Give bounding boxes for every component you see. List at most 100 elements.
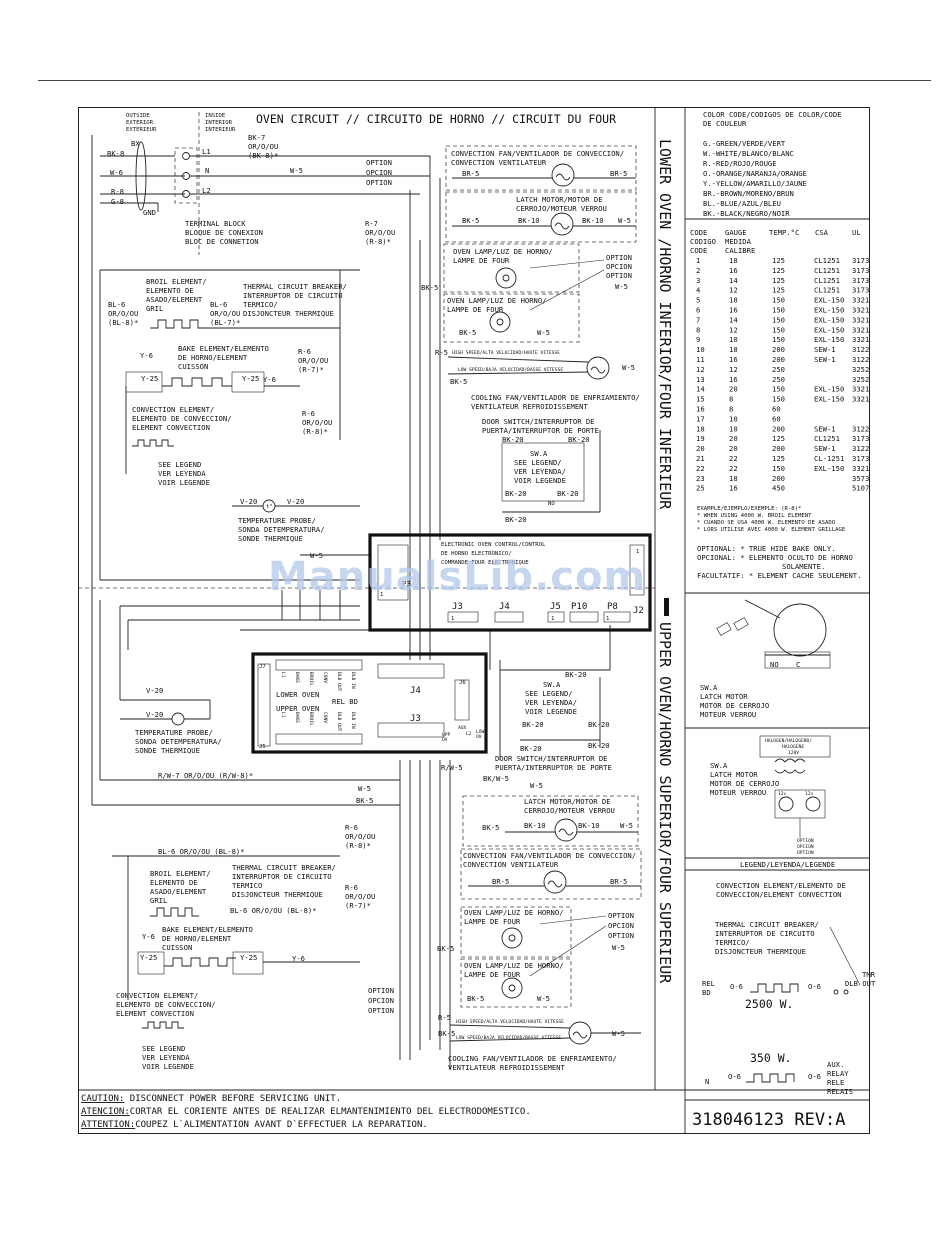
upper-oven-lamp-2 — [501, 977, 523, 999]
wire-br5: BR-5 — [492, 877, 509, 886]
upper-r6-note: (R-8)* — [345, 841, 371, 850]
legend-breaker: THERMAL CIRCUIT BREAKER/ — [715, 920, 819, 929]
outside-label: OUTSIDE — [126, 113, 150, 119]
optional-note: OPTIONAL: * TRUE HIDE BAKE ONLY. — [697, 544, 835, 553]
bottom-pin: CONV — [322, 712, 328, 723]
wire-w5: W-5 — [615, 282, 628, 291]
gauge-cell: 3122 — [852, 444, 869, 453]
upper-oven-right: V-20 V-20 TEMPERATURE PROBE/ SONDA DETEM… — [120, 670, 612, 805]
gauge-cell: SEW-1 — [814, 424, 836, 433]
gauge-cell: 18 — [729, 256, 738, 265]
lower-oven-lamp-label: LAMPE DE FOUR — [453, 256, 510, 265]
legend-title: LEGEND/LEYENDA/LEGENDE — [740, 860, 835, 869]
lower-thermal-breaker-label: INTERRUPTOR DE CIRCUITO — [243, 291, 343, 300]
aux-label: AUX — [458, 725, 467, 731]
gauge-cell: 22 — [729, 454, 738, 463]
bk7-note: (BK-8)* — [248, 151, 278, 160]
legend-tmr: TMR — [862, 970, 876, 979]
gauge-cell: 23 — [696, 474, 705, 483]
lower-see-legend: VOIR LEGENDE — [158, 478, 210, 487]
power-supply: BX BK-8 W-6 R-8 G-8 GND L1 N L2 W-5 TERM… — [100, 133, 430, 246]
lower-broil-element — [150, 319, 206, 329]
gauge-cell: 21 — [696, 454, 705, 463]
bk7-note: BK-7 — [248, 133, 265, 142]
legend-breaker: INTERRUPTOR DE CIRCUITO — [715, 929, 815, 938]
upper-see-legend: SEE LEGEND — [142, 1044, 185, 1053]
lower-convection-fan-motor — [551, 163, 575, 187]
switch-c: C — [796, 660, 800, 669]
upper-thermal-breaker-label: DISJONCTEUR THERMIQUE — [232, 890, 323, 899]
gauge-cell: 3122 — [852, 355, 869, 364]
legend-o6: O-6 — [808, 1072, 821, 1081]
lower-door-switch-label: DOOR SWITCH/INTERRUPTOR DE — [482, 417, 595, 426]
legend-panel: LEGEND/LEYENDA/LEGENDE CONVECTION ELEMEN… — [702, 860, 876, 1096]
gauge-cell: 3173 — [852, 454, 869, 463]
terminal-block-label: TERMINAL BLOCK — [185, 219, 246, 228]
gauge-cell: 3321 — [852, 464, 869, 473]
lower-see-legend: VER LEYENDA — [158, 469, 206, 478]
lower-bl6-note: BL-6 — [210, 300, 227, 309]
terminal-block-label: BLOC DE CONNETION — [185, 237, 259, 246]
halogen-12v: 12v — [805, 791, 814, 797]
color-code-panel: COLOR CODE/CODIGOS DE COLOR/CODE DE COUL… — [703, 110, 841, 218]
gauge-cell: EXL-150 — [814, 395, 844, 404]
legend-rel-bd: REL — [702, 979, 715, 988]
connector-p8: P8 — [607, 602, 618, 612]
gauge-cell: EXL-150 — [814, 296, 844, 305]
upper-oven-lamp-1 — [501, 927, 523, 949]
gauge-cell: 20 — [729, 444, 738, 453]
halogen-title: HALOGENE — [782, 744, 804, 750]
gauge-cell: SEW-1 — [814, 444, 836, 453]
halogen-option: OPTION — [797, 838, 814, 844]
wire-br5: BR-5 — [610, 169, 627, 178]
lower-probe-label: TEMPERATURE PROBE/ — [238, 516, 316, 525]
gauge-cell: EXL-150 — [814, 335, 844, 344]
gauge-cell: CL1251 — [814, 256, 840, 265]
wire-bk20: BK-20 — [520, 744, 542, 753]
pin-1: 1 — [636, 549, 639, 555]
wire-bk5: BK-5 — [450, 377, 467, 386]
lower-convection-element-label: ELEMENT CONVECTION — [132, 423, 210, 432]
gauge-cell: 18 — [729, 345, 738, 354]
wire-bk20: BK-20 — [565, 670, 587, 679]
lower-bake-label: DE HORNO/ELEMENT — [178, 353, 248, 362]
gauge-cell: 14 — [696, 385, 705, 394]
option-label: OPTION — [368, 986, 394, 995]
lower-thermal-breaker-label: TERMICO/ — [243, 300, 278, 309]
part-number: 318046123 REV:A — [692, 1110, 846, 1130]
wire-br5: BR-5 — [462, 169, 479, 178]
lower-probe-label: SONDE THERMIQUE — [238, 534, 303, 543]
gauge-cell: 6 — [696, 306, 700, 315]
wire-y25: Y-25 — [240, 953, 257, 962]
optional-note: SOLAMENTE. — [782, 562, 825, 571]
wire-w5: W-5 — [618, 216, 631, 225]
lower-thermal-breaker-label: THERMAL CIRCUIT BREAKER/ — [243, 282, 347, 291]
wire-g8: G-8 — [111, 197, 124, 206]
lower-oven-elements: BROIL ELEMENT/ ELEMENTO DE ASADO/ELEMENT… — [99, 269, 360, 580]
upper-oven-lamp-label: OVEN LAMP/LUZ DE HORNO/ — [464, 961, 564, 970]
lower-bake-label: BAKE ELEMENT/ELEMENTO — [178, 344, 269, 353]
gauge-header: CODIGO — [690, 237, 716, 246]
halogen-title: HALOGEN/HALOGENO/ — [765, 738, 812, 744]
low-speed-label: LOW SPEED/BAJA VELOCIDAD/BASSE VITESSE — [458, 367, 563, 373]
gauge-cell: 3321 — [852, 335, 869, 344]
relay-board: J7 J5 L1 BAKE BROIL CONV DLB OUT DLB IN … — [251, 652, 488, 754]
gauge-cell: 12 — [729, 365, 738, 374]
probe-symbol: t° — [266, 504, 273, 510]
lower-bl6-note: (BL-7)* — [210, 318, 240, 327]
wire-bk20: BK-20 — [588, 741, 610, 750]
wire-w5: W-5 — [358, 784, 371, 793]
gauge-cell: 19 — [696, 434, 705, 443]
lower-bl6-note: OR/O/OU — [108, 309, 138, 318]
lower-broil-label: ELEMENTO DE — [146, 286, 194, 295]
inside-label: INSIDE — [205, 113, 226, 119]
legend-breaker: TERMICO/ — [715, 938, 750, 947]
gauge-cell: 60 — [772, 405, 781, 414]
gauge-cell: 17 — [696, 414, 705, 423]
example-note: * CUANDO SE USA 4000 W. ELEMENTO DE ASAD… — [697, 520, 836, 526]
gauge-cell: 3173 — [852, 256, 869, 265]
wire-bk20: BK-20 — [505, 489, 527, 498]
example-note: * LORS UTILISE AVEC 4000 W. ELEMENT GRIL… — [697, 527, 846, 533]
gauge-cell: 16 — [729, 484, 738, 493]
wire-bk5: BK-5 — [462, 216, 479, 225]
